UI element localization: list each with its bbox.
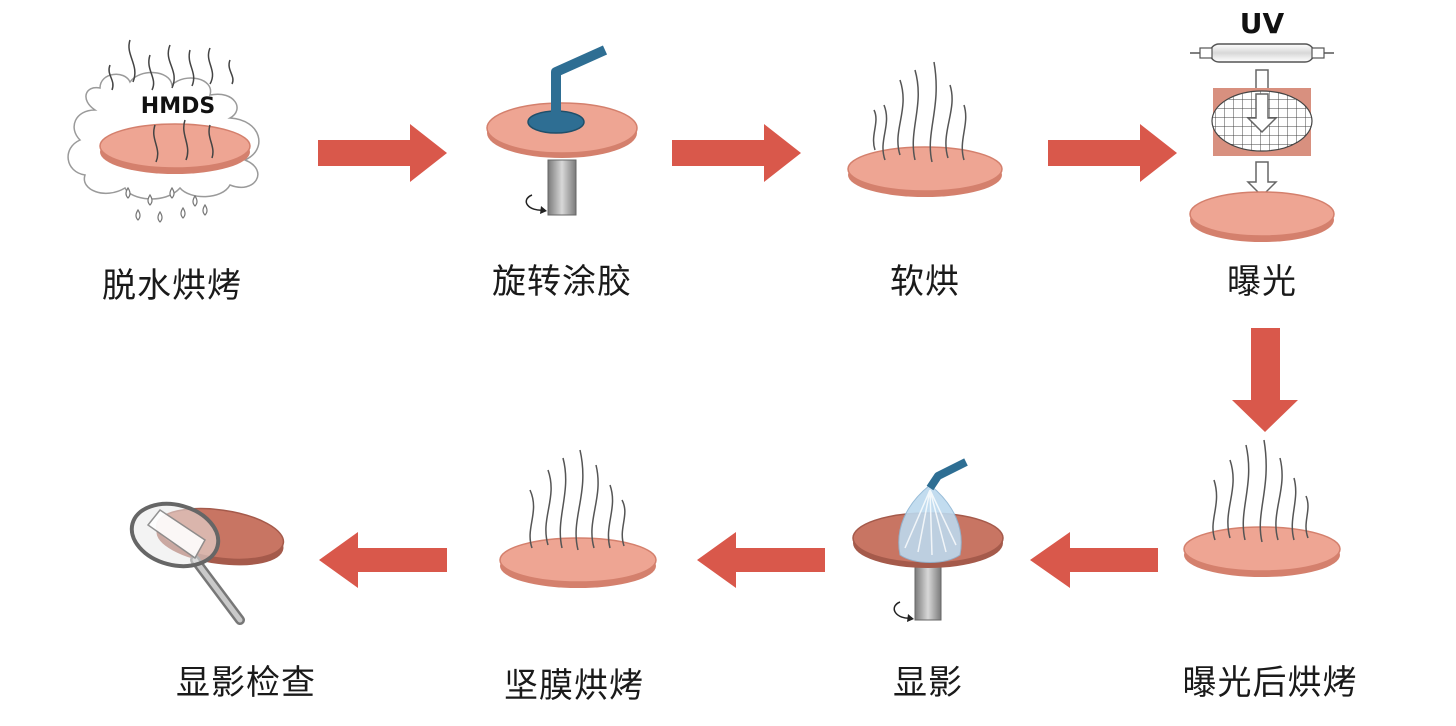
uv-exposure-icon: UV bbox=[1189, 7, 1335, 242]
step-label-hard-bake: 坚膜烘烤 bbox=[504, 666, 644, 706]
step-label-develop: 显影 bbox=[893, 663, 963, 703]
arrow-left-1 bbox=[1030, 532, 1158, 588]
develop-icon bbox=[852, 458, 1004, 622]
step-label-post-exposure-bake: 曝光后烘烤 bbox=[1182, 663, 1358, 703]
inspection-icon bbox=[129, 501, 285, 625]
uv-badge: UV bbox=[1240, 7, 1285, 40]
arrow-down bbox=[1232, 328, 1298, 432]
arrow-left-2 bbox=[697, 532, 825, 588]
step-label-exposure: 曝光 bbox=[1227, 262, 1297, 302]
hard-bake-icon bbox=[499, 449, 657, 588]
arrow-right-1 bbox=[318, 124, 447, 182]
flow-arrows bbox=[318, 124, 1298, 588]
soft-bake-icon bbox=[847, 61, 1003, 197]
step-label-dehydration-bake: 脱水烘烤 bbox=[102, 266, 242, 306]
spin-coat-icon bbox=[486, 45, 638, 216]
step-label-develop-inspection: 显影检查 bbox=[176, 663, 316, 703]
arrow-right-2 bbox=[672, 124, 801, 182]
hmds-badge: HMDS bbox=[141, 94, 215, 119]
arrow-left-3 bbox=[319, 532, 447, 588]
step-label-spin-coat: 旋转涂胶 bbox=[492, 262, 632, 302]
step-label-soft-bake: 软烘 bbox=[890, 262, 960, 302]
arrow-right-3 bbox=[1048, 124, 1177, 182]
hmds-wafer-icon: HMDS bbox=[67, 39, 260, 223]
post-exposure-bake-icon bbox=[1183, 439, 1341, 577]
